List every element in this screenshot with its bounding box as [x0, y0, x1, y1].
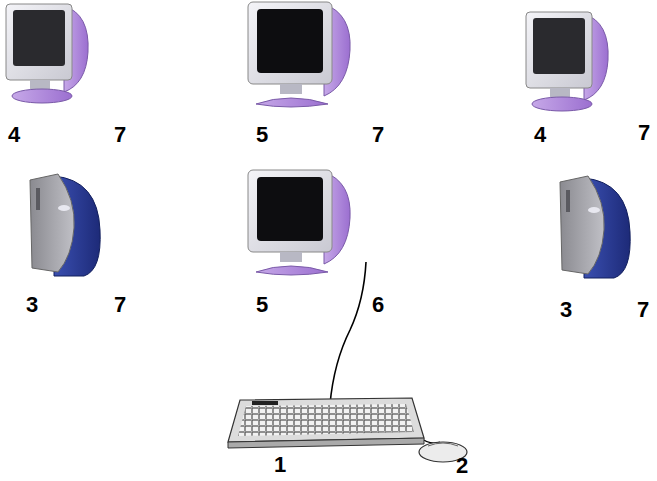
callout-number: 7 [372, 123, 384, 147]
callout-number: 5 [256, 293, 268, 317]
callout-number: 7 [638, 121, 650, 145]
callout-number: 1 [274, 453, 286, 477]
callout-number: 3 [560, 298, 572, 322]
callout-number: 3 [26, 293, 38, 317]
callout-number: 7 [114, 123, 126, 147]
callout-number: 7 [637, 298, 649, 322]
callout-number: 4 [8, 123, 20, 147]
callout-number: 7 [114, 293, 126, 317]
callout-number: 2 [456, 454, 468, 478]
callout-number: 4 [534, 123, 546, 147]
callout-number: 6 [372, 293, 384, 317]
callout-number: 5 [256, 123, 268, 147]
